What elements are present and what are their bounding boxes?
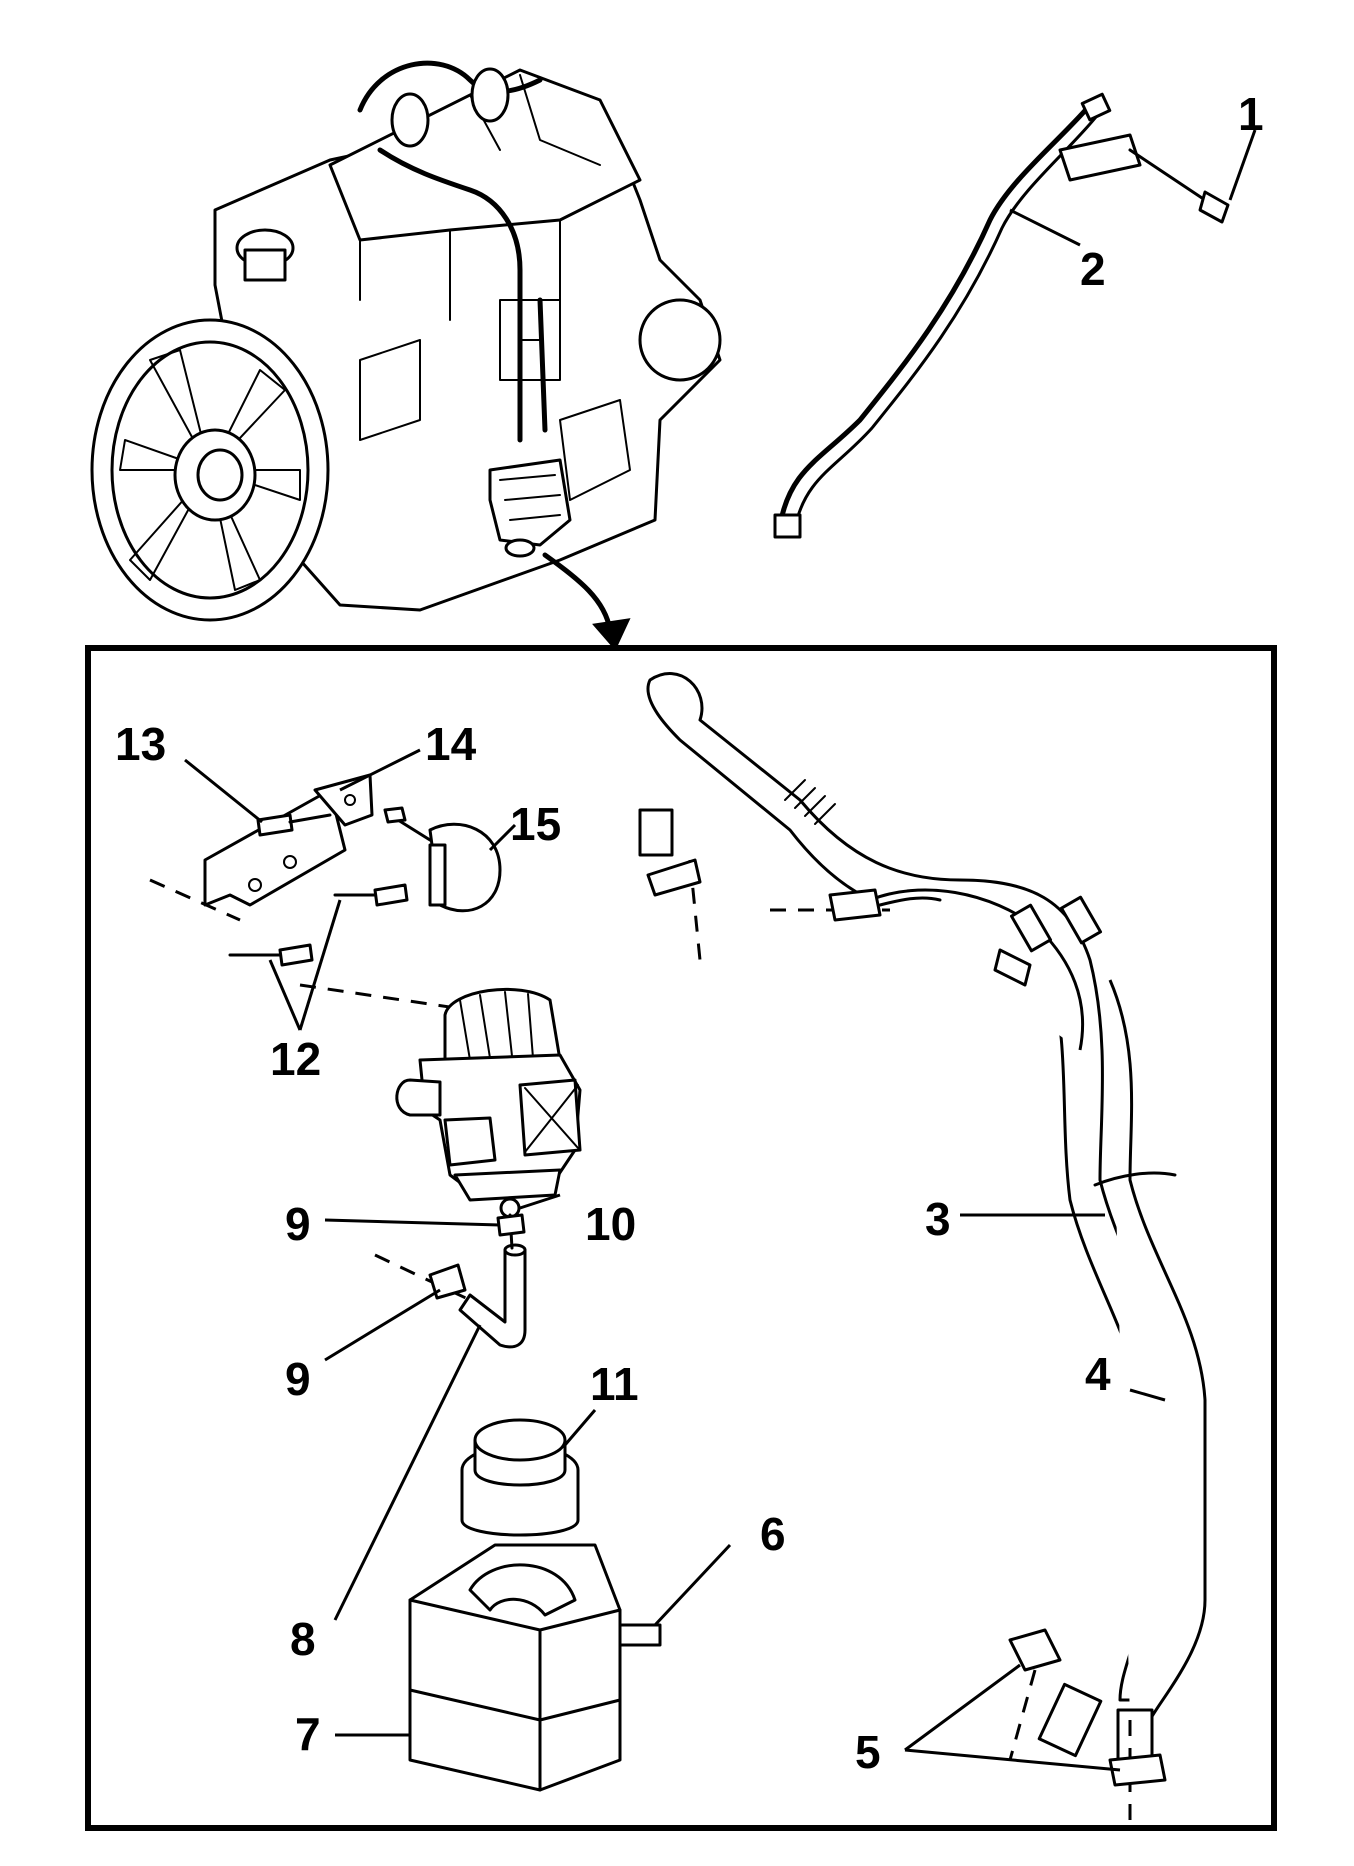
upper-clamps	[646, 858, 942, 961]
bolts-part-12-13	[149, 813, 409, 967]
callout-9-lower: 9	[285, 1353, 311, 1405]
callout-8: 8	[290, 1613, 316, 1665]
callout-1: 1	[1238, 88, 1264, 140]
clip-part-15	[383, 806, 502, 913]
filter-part-11	[460, 1418, 580, 1537]
callout-7: 7	[295, 1708, 321, 1760]
leader-lines	[184, 129, 1257, 1772]
callout-2: 2	[1080, 243, 1106, 295]
clamps-part-5	[1008, 1628, 1167, 1830]
callout-5: 5	[855, 1726, 881, 1778]
callout-4: 4	[1085, 1348, 1111, 1400]
small-hose-part-8	[374, 1213, 527, 1349]
detail-arrow	[542, 552, 631, 651]
engine-assembly	[90, 60, 722, 622]
hose-assembly-3-4	[638, 672, 1207, 1767]
callout-10: 10	[585, 1198, 636, 1250]
callout-11: 11	[590, 1358, 639, 1410]
callout-3: 3	[925, 1193, 951, 1245]
callout-6: 6	[760, 1508, 786, 1560]
callout-9-upper: 9	[285, 1198, 311, 1250]
callout-14: 14	[425, 718, 477, 770]
bolt-part-1	[1128, 148, 1230, 224]
air-pump-part-10	[299, 983, 582, 1219]
housing-part-7	[408, 1543, 662, 1792]
hose-part-2	[773, 92, 1142, 539]
callout-labels: 1 2 3 4 5 6 7 8 9 9 10 11 12 13 14 15	[115, 88, 1264, 1778]
callout-13: 13	[115, 718, 166, 770]
callout-12: 12	[270, 1033, 321, 1085]
callout-15: 15	[510, 798, 561, 850]
detail-frame	[85, 645, 1277, 1831]
